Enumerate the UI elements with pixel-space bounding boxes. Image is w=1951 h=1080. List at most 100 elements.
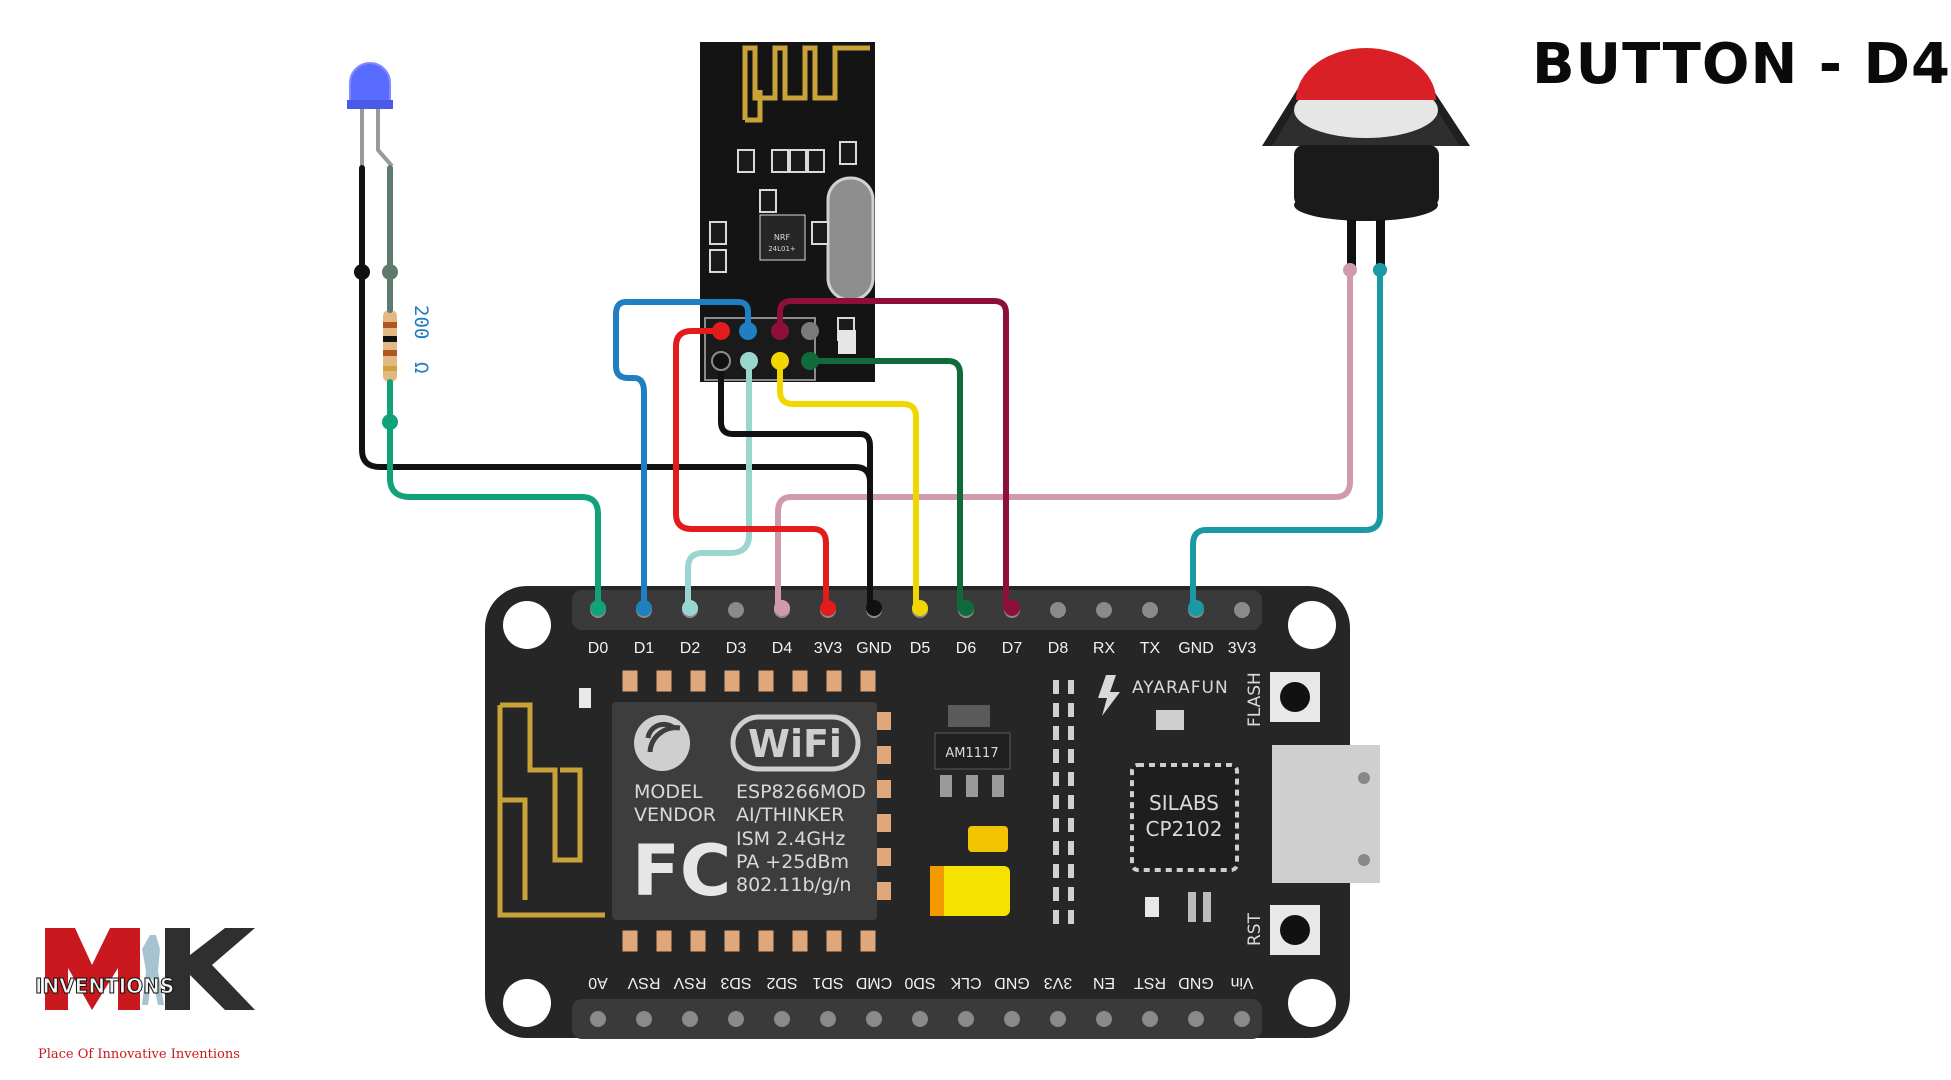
- smd-part: [1053, 749, 1059, 763]
- resistor-body: [383, 310, 397, 382]
- pin-label: D1: [634, 640, 655, 657]
- module-pad: [855, 665, 881, 697]
- resistor-value: 200: [410, 305, 432, 339]
- logo-main-text: INVENTIONS: [35, 974, 174, 998]
- pin-label: D7: [1002, 640, 1023, 657]
- fcc-logo: FC: [632, 830, 731, 912]
- wire-red-3v3: [673, 328, 829, 611]
- header-pin: [866, 1011, 882, 1027]
- wire-green-d0: [387, 379, 601, 611]
- led-leg: [376, 109, 394, 168]
- wire-teal-gnd: [1190, 267, 1383, 611]
- capacitor-band: [930, 866, 944, 916]
- push-button[interactable]: [1262, 48, 1470, 270]
- junction-dot: [382, 264, 398, 280]
- module-pad: [617, 665, 643, 697]
- wire-maroon-d7: [777, 298, 1009, 611]
- module-pad: [877, 780, 891, 798]
- header-pin: [1050, 1011, 1066, 1027]
- pin-label: GND: [856, 640, 892, 657]
- led-rim: [347, 100, 393, 109]
- header-pin: [1234, 1011, 1250, 1027]
- button-leg: [1376, 220, 1385, 270]
- header-pin: [912, 1011, 928, 1027]
- junction-dot: [1343, 263, 1357, 277]
- module-pad: [877, 814, 891, 832]
- rst-label: RST: [1245, 912, 1265, 946]
- wifi-logo: WiFi: [730, 714, 861, 772]
- regulator-leg: [992, 775, 1004, 797]
- wires: [359, 165, 1383, 611]
- pin-label: 3V3: [1044, 974, 1073, 991]
- nrf-crystal: [826, 176, 875, 302]
- mk-inventions-logo: INVENTIONS Place Of Innovative Invention…: [35, 928, 255, 1062]
- nrf-chip-label-2: 24L01+: [768, 245, 796, 253]
- wire-darkgreen-d6: [807, 358, 963, 611]
- module-pad: [877, 882, 891, 900]
- wire-ends: [590, 600, 1204, 616]
- module-pad: [821, 925, 847, 957]
- regulator-label: AM1117: [945, 746, 998, 761]
- pin-label: SD3: [720, 974, 751, 991]
- wire-end-dot: [590, 600, 606, 616]
- junction-dot: [1373, 263, 1387, 277]
- usb-chip-label-1: SILABS: [1149, 791, 1219, 815]
- smd-part: [1053, 703, 1059, 717]
- nrf-pin: [801, 352, 819, 370]
- flash-label: FLASH: [1245, 672, 1265, 727]
- smd-part: [1068, 841, 1074, 855]
- header-pin: [1004, 1011, 1020, 1027]
- module-pad: [617, 925, 643, 957]
- smd-resistor-column: [1053, 680, 1074, 924]
- pin-label: TX: [1140, 640, 1161, 657]
- wire-black-nrf-gnd: [718, 358, 873, 611]
- smd-part: [1068, 818, 1074, 832]
- smd-part: [1068, 887, 1074, 901]
- pin-label: 3V3: [1228, 640, 1257, 657]
- header-pin: [636, 1011, 652, 1027]
- button-cap[interactable]: [1296, 48, 1436, 100]
- resistor-unit: Ω: [410, 362, 432, 373]
- nrf-pin: [801, 322, 819, 340]
- pin-label: GND: [1178, 974, 1214, 991]
- header-pin: [958, 1011, 974, 1027]
- header-pin: [1096, 1011, 1112, 1027]
- header-pin: [1096, 602, 1112, 618]
- button-housing-bottom: [1294, 189, 1438, 221]
- module-pad: [753, 925, 779, 957]
- nrf-passive: [737, 149, 755, 173]
- smd-part: [1053, 795, 1059, 809]
- board-pcb: [485, 586, 1350, 1038]
- wire-pink-d4: [775, 267, 1353, 611]
- logo-tagline: Place Of Innovative Inventions: [38, 1047, 240, 1062]
- module-pad: [719, 665, 745, 697]
- header-pin: [590, 1011, 606, 1027]
- smd-part: [1053, 772, 1059, 786]
- wire-end-dot: [912, 600, 928, 616]
- pcb-antenna: [497, 702, 605, 918]
- usb-screw: [1358, 854, 1370, 866]
- regulator-leg: [940, 775, 952, 797]
- button-leg: [1347, 220, 1356, 270]
- module-pad: [877, 848, 891, 866]
- nrf-passive: [811, 221, 829, 245]
- nrf-passive: [709, 221, 727, 245]
- rst-button-cap[interactable]: [1280, 915, 1310, 945]
- smd-part: [1053, 818, 1059, 832]
- wifi-label: WiFi: [748, 722, 842, 766]
- smd-part: [1068, 910, 1074, 924]
- pin-label: D8: [1048, 640, 1069, 657]
- pin-label: SD1: [812, 974, 843, 991]
- nrf-passive: [839, 141, 857, 165]
- nrf-chip: [759, 214, 806, 261]
- logo-k-letter: [165, 928, 255, 1010]
- wire-end-dot: [1188, 600, 1204, 616]
- pin-label: RST: [1134, 974, 1166, 991]
- module-pad: [787, 925, 813, 957]
- smd-part: [1053, 910, 1059, 924]
- flash-button-cap[interactable]: [1280, 682, 1310, 712]
